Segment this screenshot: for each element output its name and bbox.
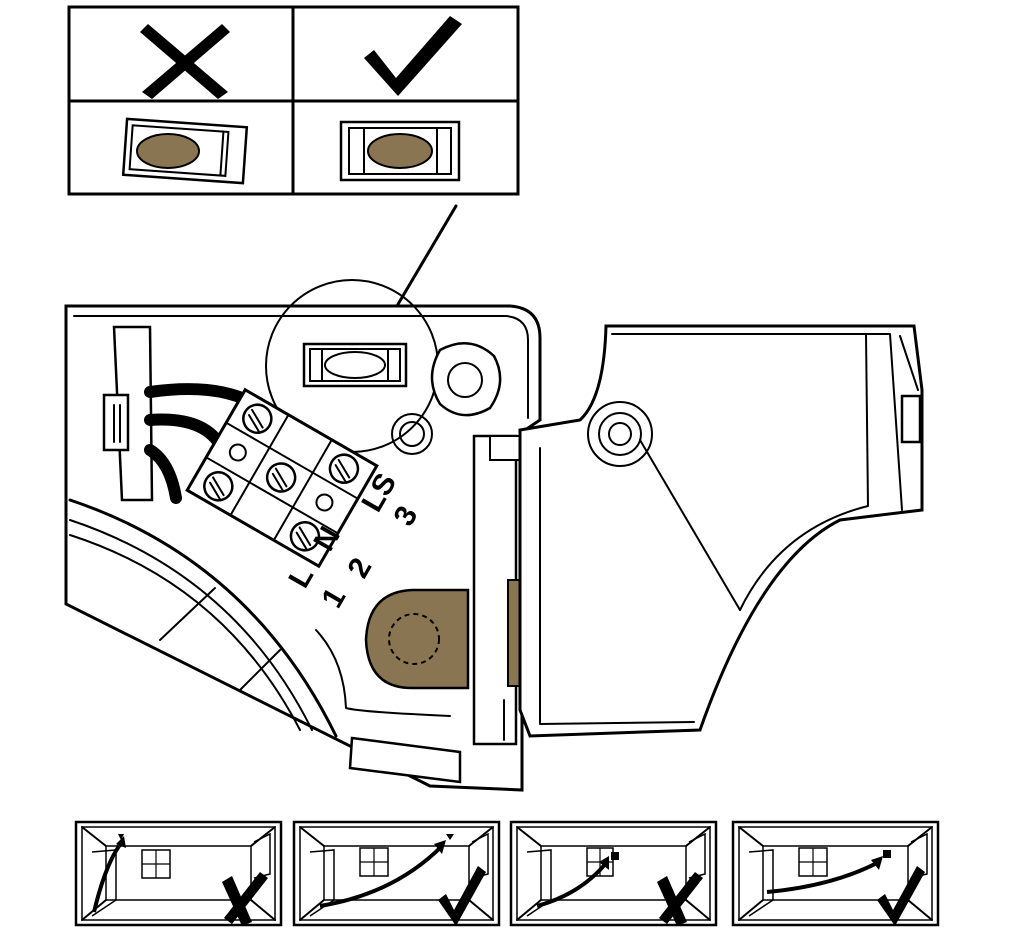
terminal-screw-icon: [242, 403, 273, 434]
base-level-indicator: [302, 342, 408, 388]
check-icon: [877, 866, 925, 926]
placement-panel-wall-right: [731, 820, 940, 927]
terminal-screw-icon: [265, 462, 297, 493]
tilted-level-indicator: [121, 117, 249, 185]
cross-icon: [140, 24, 230, 99]
check-icon: [364, 16, 462, 96]
screw-hole: [391, 413, 433, 455]
level-bubble: [136, 133, 200, 169]
terminal-block: [185, 387, 379, 569]
terminal-screw-icon: [289, 521, 321, 552]
check-icon: [438, 866, 486, 926]
detector-base-housing: L 1 N 2 LS 3: [64, 279, 542, 792]
screw-post: [430, 342, 502, 417]
terminal-screw-icon: [203, 471, 234, 502]
hinge-latch: [364, 434, 527, 746]
cover-screw-hole: [587, 401, 653, 467]
placement-panel-ceiling-right: [292, 820, 501, 927]
cross-icon: [222, 872, 268, 926]
placement-panels: [74, 820, 940, 927]
level-indicator-centered: [339, 120, 461, 182]
level-indicator-table: [67, 5, 520, 196]
placement-panel-wall-wrong: [509, 820, 718, 927]
placement-panel-ceiling-wrong: [74, 820, 283, 927]
terminal-screw-icon: [328, 453, 360, 484]
level-bubble: [367, 133, 433, 169]
detector-cover: [518, 324, 924, 738]
cross-icon: [657, 872, 703, 926]
